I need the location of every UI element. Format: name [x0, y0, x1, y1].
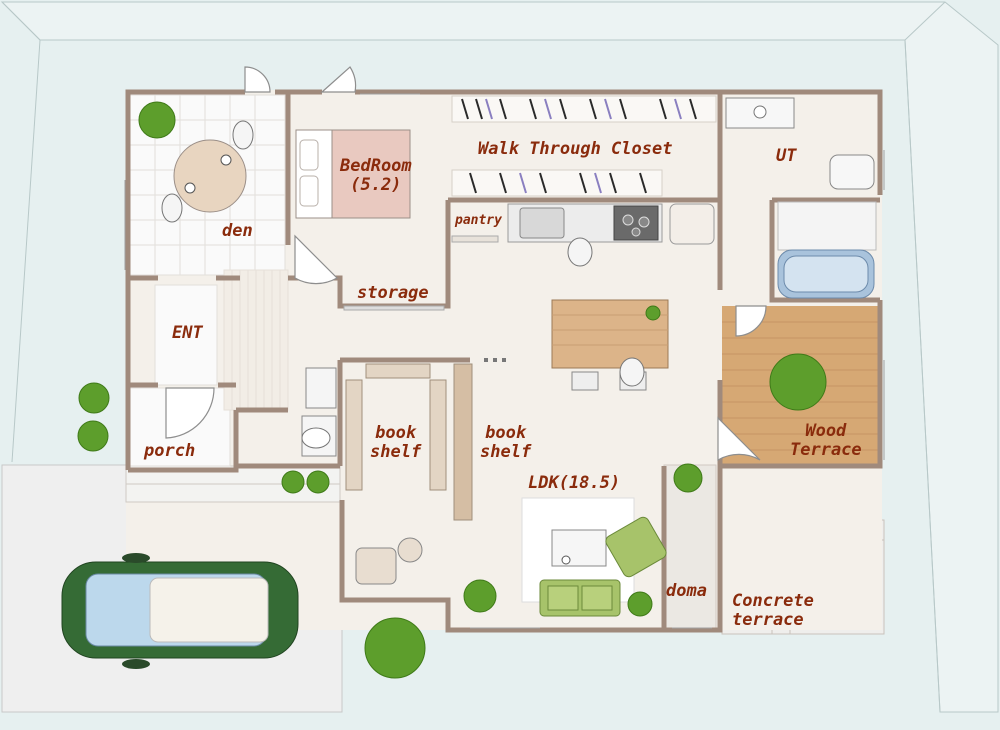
bed — [295, 129, 411, 219]
den-table — [161, 120, 254, 223]
lounge-chair — [355, 537, 423, 585]
site-outline — [0, 1, 999, 713]
living-area — [521, 497, 667, 617]
plants — [77, 101, 827, 679]
label-porch: porch — [144, 441, 196, 461]
pantry-shelf — [451, 235, 499, 243]
entrance-floor — [154, 284, 218, 386]
kitchen-counter — [507, 203, 715, 267]
car — [61, 553, 299, 669]
label-pantry: pantry — [455, 213, 502, 228]
storage-shelf — [343, 305, 445, 311]
label-ut: UT — [776, 146, 797, 166]
windows — [124, 93, 885, 629]
label-bedroom: BedRoom (5.2) — [340, 156, 412, 195]
walls — [125, 89, 883, 633]
label-ent: ENT — [172, 323, 203, 343]
doors — [165, 66, 767, 462]
toilet-room — [301, 367, 337, 457]
label-wood-terrace: Wood Terrace — [790, 421, 862, 460]
label-storage: storage — [357, 283, 429, 303]
doma-floor — [663, 464, 717, 631]
label-concrete-terrace: Concrete terrace — [732, 591, 814, 630]
label-book-shelf-2: book shelf — [480, 423, 532, 462]
label-den: den — [222, 221, 253, 241]
label-doma: doma — [666, 581, 707, 601]
hallway-floor — [223, 269, 289, 411]
label-ldk: LDK(18.5) — [528, 473, 621, 493]
utility-room — [725, 97, 877, 299]
label-book-shelf-1: book shelf — [370, 423, 422, 462]
bookshelves — [345, 363, 473, 521]
label-walk-through-closet: Walk Through Closet — [478, 139, 673, 159]
walk-through-closet — [451, 95, 717, 197]
